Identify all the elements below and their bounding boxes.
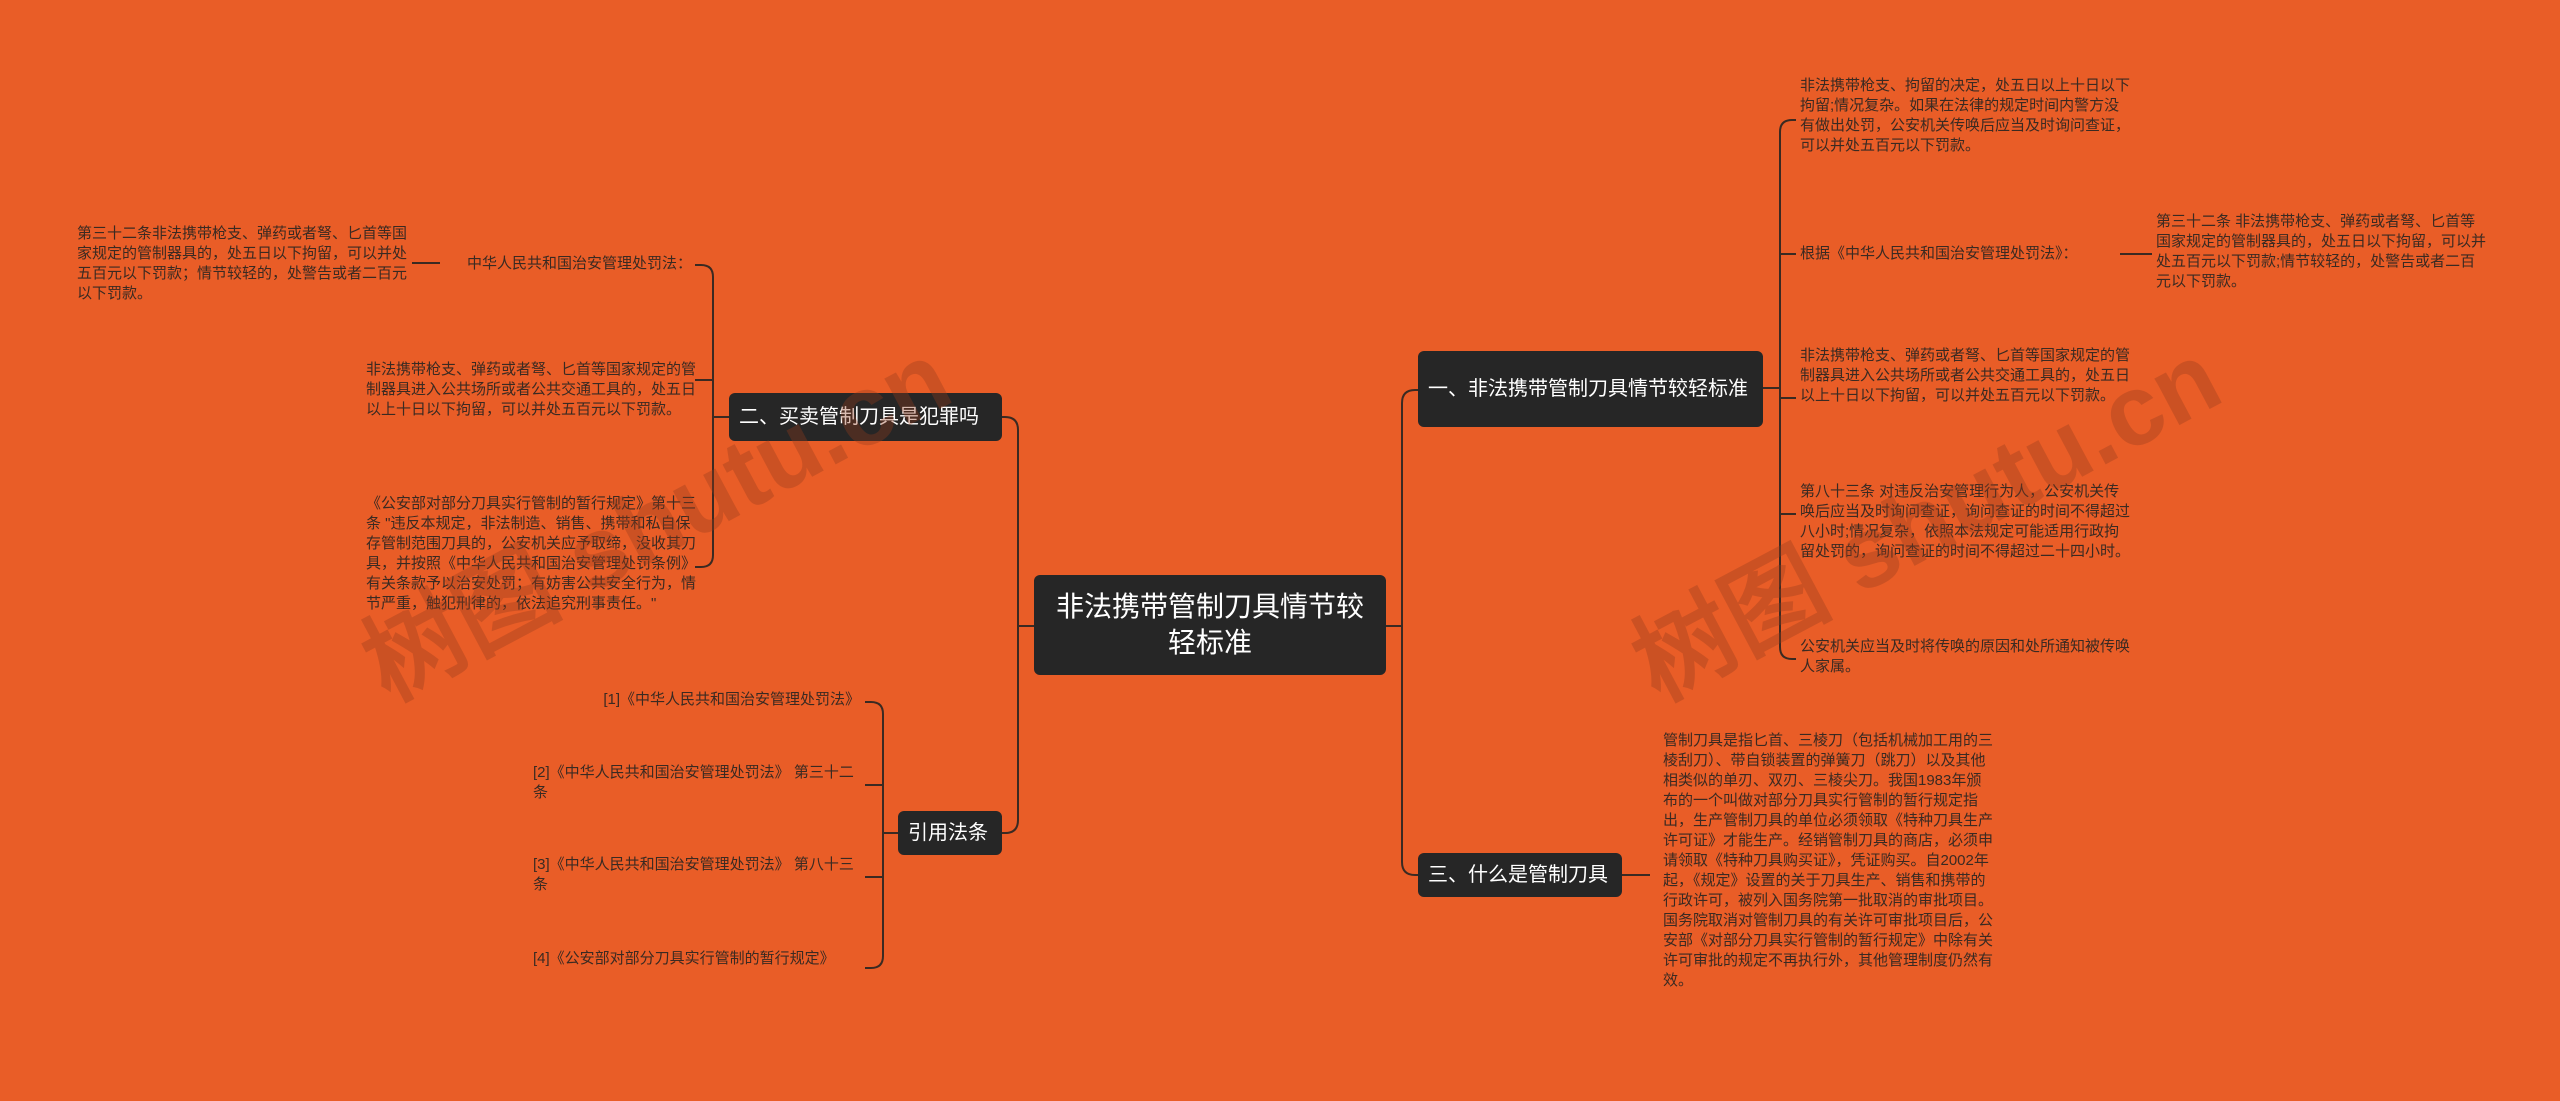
- connector-b2-leaves: [695, 264, 729, 568]
- b4-leaf-ref3[interactable]: [3]《中华人民共和国治安管理处罚法》 第八十三条: [533, 856, 854, 893]
- branch-node-b1[interactable]: 一、非法携带管制刀具情节较轻标准: [1418, 351, 1763, 427]
- b2-leaf-regulation: 《公安部对部分刀具实行管制的暂行规定》第十三条 "违反本规定，非法制造、销售、携…: [366, 495, 697, 612]
- b1-leaf-notify: 公安机关应当及时将传唤的原因和处所通知被传唤人家属。: [1800, 638, 2131, 675]
- connector-b1-leaves: [1763, 119, 1796, 660]
- b1-leaf-detention: 非法携带枪支、拘留的决定，处五日以上十日以下拘留;情况复杂。如果在法律的规定时间…: [1800, 77, 2131, 154]
- branch-label-b2: 二、买卖管制刀具是犯罪吗: [739, 406, 979, 428]
- branch-label-b1: 一、非法携带管制刀具情节较轻标准: [1428, 378, 1748, 400]
- root-node[interactable]: 非法携带管制刀具情节较轻标准: [1034, 575, 1386, 675]
- branch-label-b4: 引用法条: [908, 822, 988, 844]
- b1-leaf-art83: 第八十三条 对违反治安管理行为人，公安机关传唤后应当及时询问查证，询问查证的时间…: [1800, 483, 2131, 560]
- b2-leaf-law-ref: 中华人民共和国治安管理处罚法：: [466, 255, 692, 272]
- b2-leaf-public-place: 非法携带枪支、弹药或者弩、匕首等国家规定的管制器具进入公共场所或者公共交通工具的…: [366, 361, 697, 418]
- root-label: 非法携带管制刀具情节较轻标准: [1055, 591, 1364, 658]
- b1-leaf-public-place: 非法携带枪支、弹药或者弩、匕首等国家规定的管制器具进入公共场所或者公共交通工具的…: [1800, 347, 2131, 404]
- connector-b4-leaves: [865, 701, 898, 969]
- branch-node-b4[interactable]: 引用法条: [898, 811, 1002, 855]
- connector-root-right: [1386, 389, 1418, 876]
- branch-node-b3[interactable]: 三、什么是管制刀具: [1418, 853, 1622, 897]
- connector-root-left: [1002, 416, 1034, 834]
- branch-label-b3: 三、什么是管制刀具: [1428, 864, 1608, 886]
- b3-leaf-definition: 管制刀具是指匕首、三棱刀（包括机械加工用的三棱刮刀）、带自锁装置的弹簧刀（跳刀）…: [1663, 732, 1994, 989]
- b4-leaf-ref4[interactable]: [4]《公安部对部分刀具实行管制的暂行规定》: [533, 950, 835, 967]
- b4-leaf-ref1[interactable]: [1]《中华人民共和国治安管理处罚法》: [603, 691, 860, 708]
- b1-leaf-basis-child: 第三十二条 非法携带枪支、弹药或者弩、匕首等国家规定的管制器具的，处五日以下拘留…: [2156, 213, 2487, 290]
- b2-leaf-law-ref-child: 第三十二条非法携带枪支、弹药或者弩、匕首等国家规定的管制器具的，处五日以下拘留，…: [77, 225, 408, 302]
- b4-leaf-ref2[interactable]: [2]《中华人民共和国治安管理处罚法》 第三十二条: [533, 764, 854, 801]
- b1-leaf-basis: 根据《中华人民共和国治安管理处罚法》：: [1800, 245, 2078, 262]
- branch-node-b2[interactable]: 二、买卖管制刀具是犯罪吗: [729, 393, 1002, 441]
